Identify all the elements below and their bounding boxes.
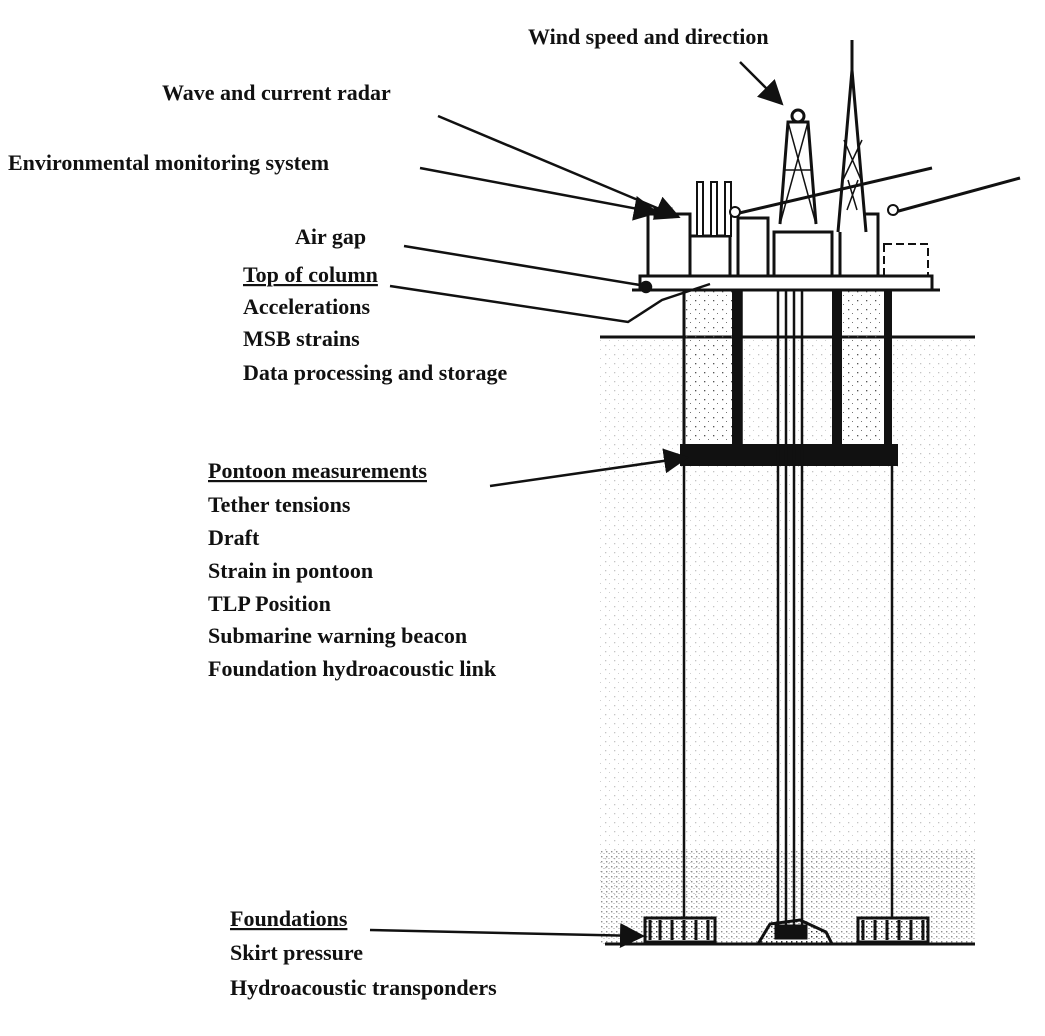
item-foundation-link: Foundation hydroacoustic link (208, 656, 497, 681)
foundation-center (755, 918, 835, 946)
item-tether-tensions: Tether tensions (208, 492, 351, 517)
tethers (682, 290, 894, 926)
item-submarine-beacon: Submarine warning beacon (208, 623, 467, 648)
label-wind-speed: Wind speed and direction (528, 24, 769, 49)
item-accelerations: Accelerations (243, 294, 370, 319)
label-environmental-monitoring: Environmental monitoring system (8, 150, 329, 175)
hull-columns (682, 288, 892, 452)
label-air-gap: Air gap (295, 224, 366, 249)
heading-foundations: Foundations (230, 906, 348, 931)
heading-top-of-column: Top of column (243, 262, 378, 287)
pontoon (680, 444, 898, 466)
platform-deck (632, 40, 1021, 292)
item-draft: Draft (208, 525, 260, 550)
heading-pontoon-measurements: Pontoon measurements (208, 458, 427, 483)
item-msb-strains: MSB strains (243, 326, 360, 351)
item-skirt-pressure: Skirt pressure (230, 940, 363, 965)
foundation-right (856, 916, 930, 944)
item-tlp-position: TLP Position (208, 591, 331, 616)
item-data-processing: Data processing and storage (243, 360, 507, 385)
item-hydroacoustic-transponders: Hydroacoustic transponders (230, 975, 497, 1000)
foundation-left (643, 916, 717, 944)
sea-water (600, 338, 975, 945)
leader-lines (369, 61, 784, 949)
label-wave-current-radar: Wave and current radar (162, 80, 391, 105)
item-strain-in-pontoon: Strain in pontoon (208, 558, 373, 583)
foundation-templates (643, 916, 930, 946)
